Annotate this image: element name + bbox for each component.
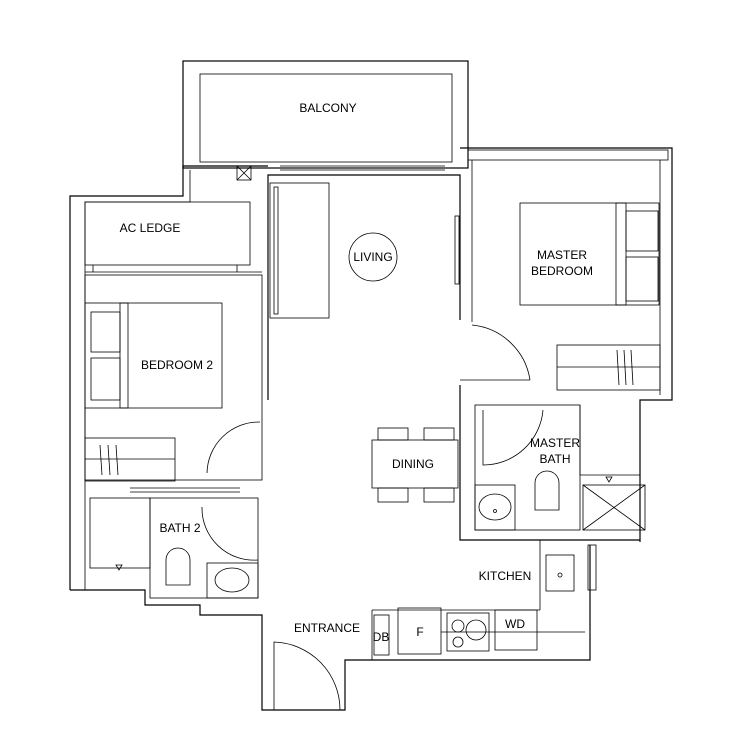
ac-ledge-label: AC LEDGE bbox=[120, 221, 181, 235]
kitchen: KITCHEN DB F WD bbox=[371, 540, 597, 660]
living-label: LIVING bbox=[353, 250, 392, 264]
bath-2: BATH 2 bbox=[70, 497, 591, 711]
master-bath-label-line2: BATH bbox=[539, 452, 570, 466]
bedroom-2: BEDROOM 2 bbox=[84, 274, 263, 493]
balcony-label: BALCONY bbox=[299, 101, 356, 115]
master-bath: MASTER BATH bbox=[459, 385, 646, 541]
toilet-icon bbox=[534, 470, 560, 511]
fridge-label: F bbox=[416, 625, 423, 639]
bath2-label: BATH 2 bbox=[159, 521, 200, 535]
dining-table: DINING bbox=[371, 427, 459, 503]
master-bath-label-line1: MASTER bbox=[530, 436, 580, 450]
master-bedroom: MASTER BEDROOM bbox=[460, 147, 673, 542]
master-bedroom-label-line2: BEDROOM bbox=[531, 264, 593, 278]
entrance-door bbox=[273, 641, 341, 711]
entrance-label: ENTRANCE bbox=[294, 621, 360, 635]
toilet-icon bbox=[165, 547, 191, 586]
bedroom2-label: BEDROOM 2 bbox=[141, 358, 213, 372]
dining-label: DINING bbox=[392, 457, 434, 471]
kitchen-label: KITCHEN bbox=[479, 569, 532, 583]
living-room: LIVING bbox=[267, 174, 461, 400]
master-bedroom-label-line1: MASTER bbox=[537, 248, 587, 262]
washer-dryer-label: WD bbox=[505, 617, 525, 631]
entrance: ENTRANCE bbox=[273, 621, 360, 711]
db-label: DB bbox=[373, 630, 390, 644]
balcony-sliding-door bbox=[280, 165, 445, 171]
balcony: BALCONY bbox=[182, 60, 469, 169]
